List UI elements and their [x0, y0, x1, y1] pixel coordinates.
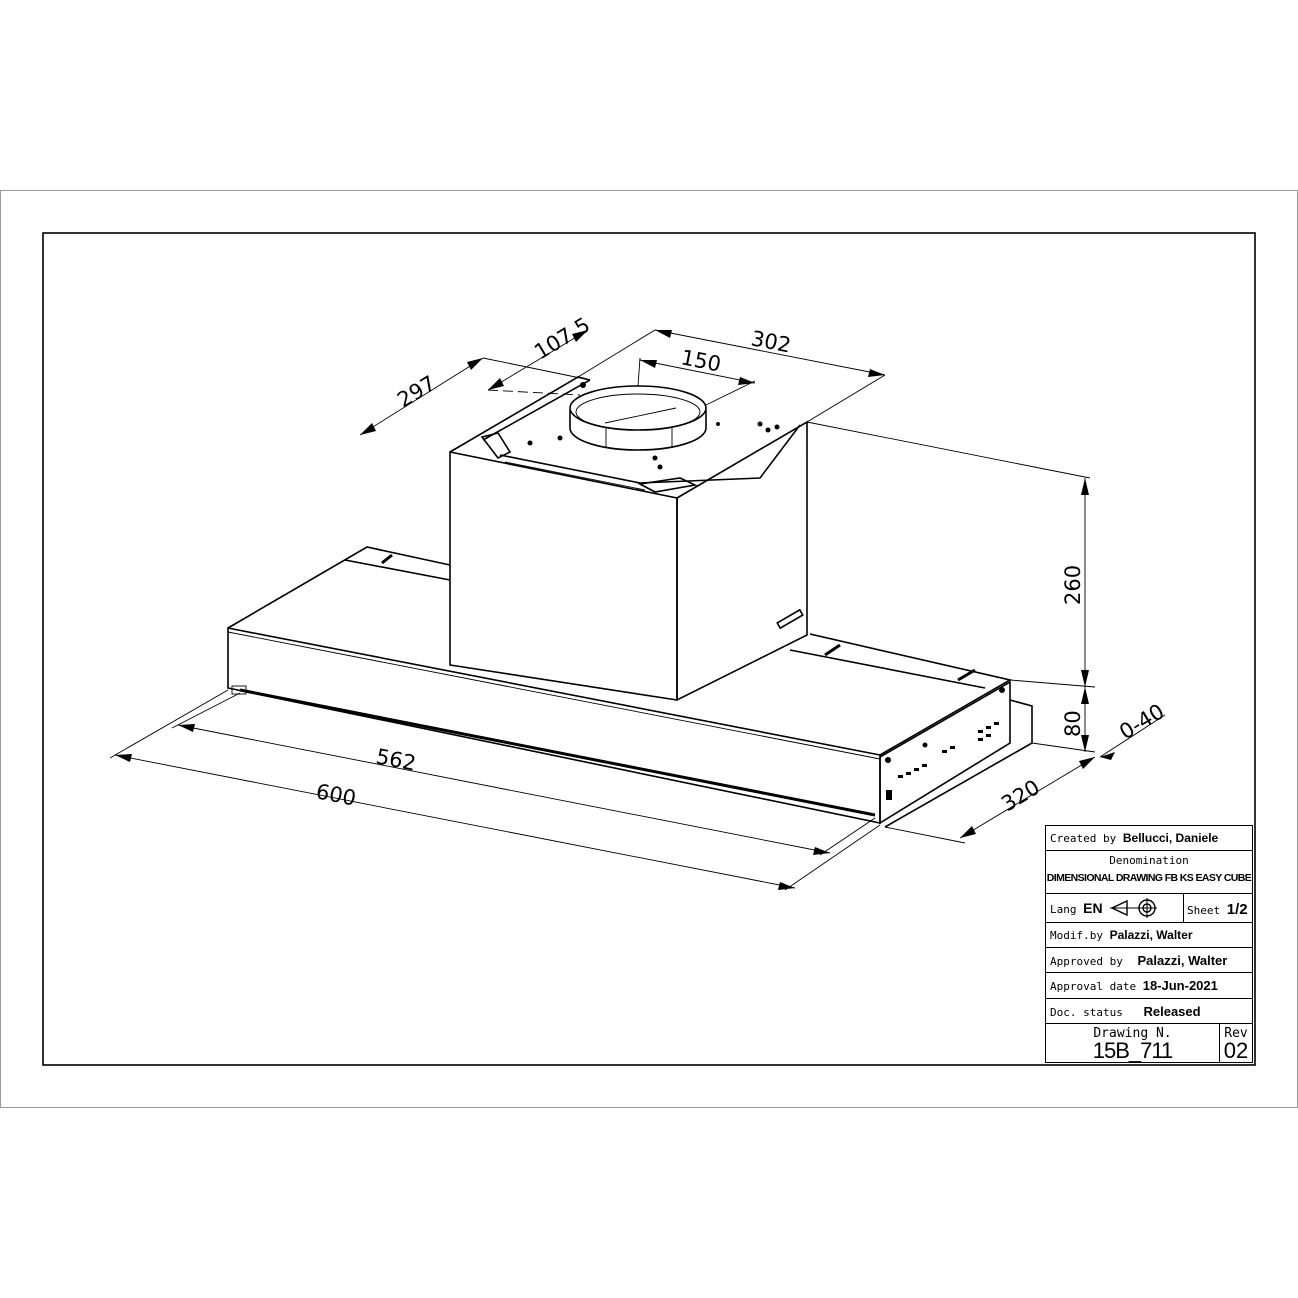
sheet-cell: Sheet 1/2 [1183, 894, 1252, 922]
approval-date-row: Approval date 18-Jun-2021 [1046, 973, 1252, 999]
doc-status-row: Doc. status Released [1046, 999, 1252, 1024]
title-block: Created by Bellucci, Daniele Denominatio… [1045, 825, 1253, 1063]
approved-by-value: Palazzi, Walter [1137, 953, 1228, 968]
first-angle-projection-icon [1110, 898, 1158, 918]
dim-320: 320 [997, 775, 1044, 816]
lang-value: EN [1083, 900, 1103, 916]
drawing-number-cell: Drawing N. 15B_711 [1046, 1024, 1219, 1062]
hood-base [227, 546, 1096, 828]
approval-date-value: 18-Jun-2021 [1142, 978, 1218, 993]
lang-sheet-row: Lang EN Sheet 1/2 [1046, 894, 1252, 923]
denomination-label: Denomination [1109, 854, 1189, 867]
drawing-number-row: Drawing N. 15B_711 Rev 02 [1046, 1024, 1252, 1062]
motor-cube [449, 376, 808, 702]
drawing-number-label: Drawing N. [1093, 1026, 1172, 1041]
approved-by-label: Approved by [1050, 955, 1123, 968]
denomination-value: DIMENSIONAL DRAWING FB KS EASY CUBE [1046, 872, 1252, 884]
dim-297: 297 [393, 371, 440, 412]
drawing-frame [42, 232, 1256, 1066]
dim-302: 302 [749, 326, 793, 357]
lang-cell: Lang EN [1050, 898, 1159, 920]
rev-value: 02 [1223, 1038, 1249, 1063]
drawing-number-value: 15B_711 [1092, 1038, 1173, 1063]
sheet-label: Sheet [1187, 904, 1221, 917]
modif-by-label: Modif.by [1050, 929, 1103, 942]
dim-107-5: 107.5 [530, 313, 594, 365]
dim-150: 150 [679, 345, 723, 376]
lang-label: Lang [1050, 903, 1077, 916]
dimension-lines: 600 562 320 0-40 80 260 302 150 297 107.… [109, 313, 1168, 891]
approved-by-row: Approved by Palazzi, Walter [1046, 948, 1252, 973]
rev-cell: Rev 02 [1219, 1024, 1252, 1062]
doc-status-label: Doc. status [1050, 1006, 1123, 1019]
approval-date-label: Approval date [1050, 980, 1137, 993]
sheet-value: 1/2 [1226, 901, 1248, 918]
denomination-row: Denomination DIMENSIONAL DRAWING FB KS E… [1046, 851, 1252, 894]
created-by-label: Created by [1050, 832, 1117, 845]
modif-by-row: Modif.by Palazzi, Walter [1046, 923, 1252, 948]
rev-label: Rev [1224, 1026, 1248, 1041]
modif-by-value: Palazzi, Walter [1109, 928, 1193, 942]
doc-status-value: Released [1143, 1004, 1201, 1019]
created-by-row: Created by Bellucci, Daniele [1046, 826, 1252, 851]
dim-562: 562 [374, 744, 418, 775]
dim-600: 600 [314, 779, 358, 810]
dim-260: 260 [1061, 565, 1085, 605]
dim-0-40: 0-40 [1115, 699, 1168, 744]
dim-80: 80 [1061, 710, 1085, 737]
created-by-value: Bellucci, Daniele [1122, 831, 1219, 845]
